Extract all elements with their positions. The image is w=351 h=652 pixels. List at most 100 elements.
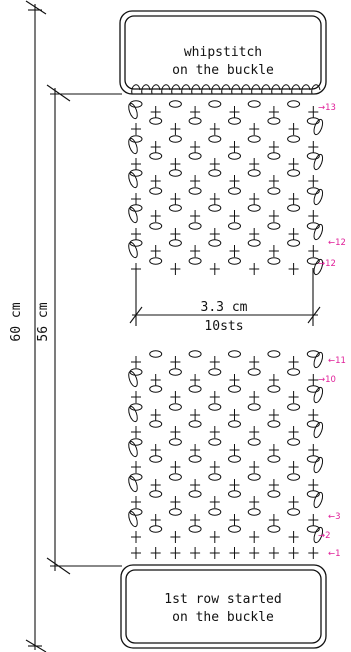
chain-stitch-symbol (287, 508, 301, 516)
chain-stitch-symbol (149, 152, 163, 160)
single-crochet-symbol (288, 426, 299, 438)
single-crochet-symbol (131, 426, 141, 438)
single-crochet-symbol (249, 193, 260, 205)
whipstitch-loop (251, 84, 261, 95)
turning-chain-symbol (313, 351, 324, 369)
single-crochet-symbol (209, 391, 220, 403)
chain-stitch-symbol (267, 350, 281, 358)
chain-stitch-symbol (287, 100, 301, 108)
single-crochet-symbol (308, 514, 319, 526)
single-crochet-symbol (190, 374, 201, 386)
whipstitch-loop (261, 84, 271, 95)
chain-stitch-symbol (188, 187, 202, 195)
turning-chain-symbol (128, 102, 138, 120)
chain-stitch-symbol (267, 525, 281, 533)
stitch-grid (128, 100, 324, 559)
chain-stitch-symbol (267, 385, 281, 393)
whipstitch-loop (131, 84, 141, 95)
single-crochet-symbol (308, 444, 319, 456)
whipstitch-loop (201, 84, 211, 95)
whipstitch-loops (131, 84, 321, 95)
chain-stitch-symbol (168, 204, 182, 212)
stitch-count-label: 10sts (204, 319, 243, 334)
chain-stitch-symbol (267, 420, 281, 428)
single-crochet-symbol (229, 444, 240, 456)
chain-stitch-symbol (306, 420, 320, 428)
single-crochet-symbol (229, 374, 240, 386)
row-labels: →13 ←12 →12 ←11 →10 ←3 →2 ←1 (318, 103, 346, 559)
single-crochet-symbol (308, 141, 319, 153)
single-crochet-symbol (308, 210, 319, 222)
top-box-line-1: whipstitch (184, 45, 262, 60)
single-crochet-symbol (229, 210, 240, 222)
turning-chain-symbol (313, 421, 324, 439)
chain-stitch-symbol (267, 257, 281, 265)
single-crochet-symbol (308, 479, 319, 491)
single-crochet-symbol (209, 426, 220, 438)
turning-chain-symbol (128, 475, 138, 493)
single-crochet-symbol (209, 228, 220, 240)
single-crochet-symbol (150, 409, 161, 421)
chain-stitch-symbol (188, 117, 202, 125)
single-crochet-symbol (170, 547, 181, 559)
single-crochet-symbol (131, 391, 141, 403)
chain-stitch-symbol (228, 455, 241, 463)
single-crochet-symbol (150, 374, 161, 386)
chain-stitch-symbol (247, 438, 261, 446)
single-crochet-symbol (150, 444, 161, 456)
single-crochet-symbol (209, 461, 220, 473)
whipstitch-loop (281, 84, 291, 95)
chain-stitch-symbol (247, 135, 261, 143)
single-crochet-symbol (150, 141, 161, 153)
chain-stitch-symbol (306, 490, 320, 498)
whipstitch-loop (141, 84, 151, 95)
chain-stitch-symbol (149, 455, 163, 463)
single-crochet-symbol (190, 210, 201, 222)
turning-chain-symbol (128, 241, 138, 259)
single-crochet-symbol (249, 228, 260, 240)
single-crochet-symbol (229, 141, 240, 153)
chain-stitch-symbol (247, 508, 261, 516)
single-crochet-symbol (209, 356, 220, 368)
turning-chain-symbol (313, 223, 324, 241)
turning-chain-symbol (313, 386, 324, 404)
chain-stitch-symbol (267, 187, 281, 195)
single-crochet-symbol (190, 409, 201, 421)
single-crochet-symbol (268, 409, 279, 421)
single-crochet-symbol (190, 245, 201, 257)
chain-stitch-symbol (208, 473, 222, 481)
single-crochet-symbol (229, 547, 240, 559)
chain-stitch-symbol (208, 100, 222, 108)
chain-stitch-symbol (228, 222, 241, 230)
chain-stitch-symbol (247, 239, 261, 247)
chain-stitch-symbol (208, 169, 222, 177)
chain-stitch-symbol (149, 420, 163, 428)
chain-stitch-symbol (188, 222, 202, 230)
chain-stitch-symbol (188, 455, 202, 463)
chain-stitch-symbol (228, 257, 241, 265)
single-crochet-symbol (150, 479, 161, 491)
single-crochet-symbol (268, 175, 279, 187)
chain-stitch-symbol (188, 257, 202, 265)
chain-stitch-symbol (208, 135, 222, 143)
single-crochet-symbol (249, 531, 260, 543)
single-crochet-symbol (190, 175, 201, 187)
chain-stitch-symbol (287, 438, 301, 446)
whipstitch-loop (161, 84, 171, 95)
single-crochet-symbol (308, 106, 319, 118)
whipstitch-loop (311, 84, 321, 95)
turning-chain-symbol (313, 188, 324, 206)
chain-stitch-symbol (228, 420, 241, 428)
whipstitch-loop (301, 84, 311, 95)
single-crochet-symbol (131, 158, 141, 170)
single-crochet-symbol (268, 547, 279, 559)
chain-stitch-symbol (149, 257, 163, 265)
single-crochet-symbol (229, 175, 240, 187)
single-crochet-symbol (249, 263, 260, 275)
chain-stitch-symbol (247, 169, 261, 177)
chain-stitch-symbol (188, 152, 202, 160)
width-dimension (129, 268, 321, 326)
single-crochet-symbol (131, 123, 141, 135)
chain-stitch-symbol (208, 239, 222, 247)
chain-stitch-symbol (228, 117, 241, 125)
